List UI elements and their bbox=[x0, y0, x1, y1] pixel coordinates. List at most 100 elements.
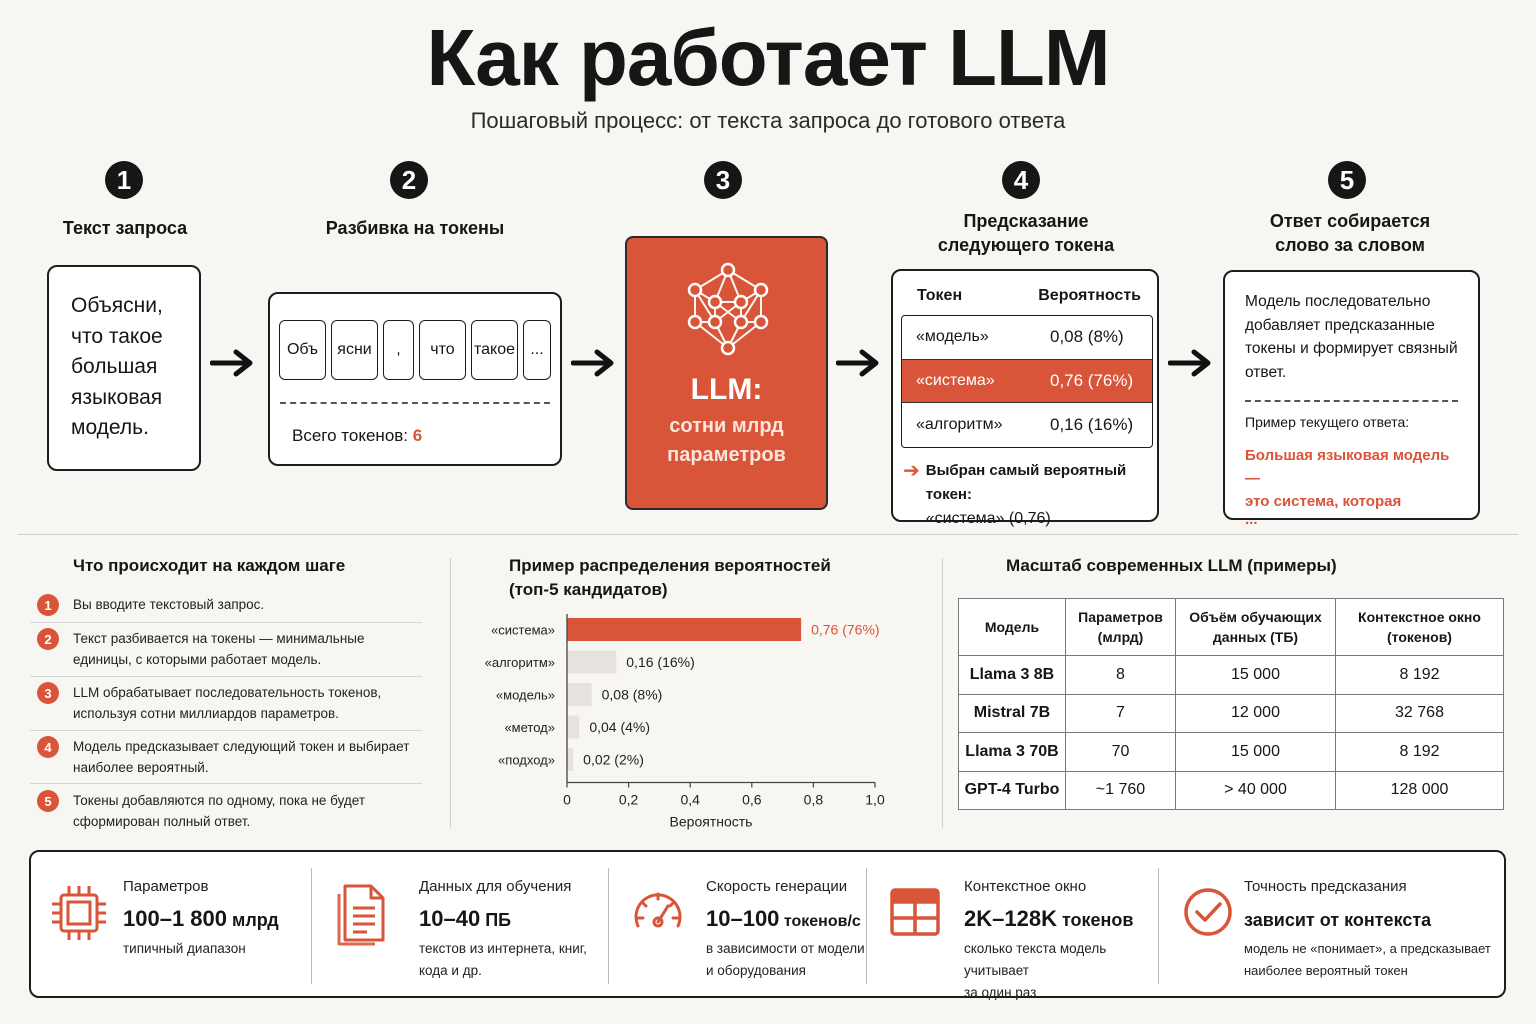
chart-title-line2: (топ-5 кандидатов) bbox=[509, 580, 668, 599]
answer-box: Модель последовательно добавляет предска… bbox=[1223, 270, 1480, 527]
table-header: Модель bbox=[958, 598, 1066, 656]
stat-desc: типичный диапазон bbox=[123, 938, 246, 960]
chart-value-label: 0,16 (16%) bbox=[626, 654, 694, 670]
token-chip: ясни bbox=[331, 320, 378, 380]
table-cell: 32 768 bbox=[1335, 693, 1504, 733]
chip-icon bbox=[52, 886, 106, 940]
stat-desc-line: сколько текста модель учитывает bbox=[964, 941, 1107, 978]
example-answer: Большая языковая модель — это система, к… bbox=[1245, 444, 1458, 527]
steps-explained-item: 3 LLM обрабатывает последовательность ток… bbox=[30, 682, 422, 724]
prediction-token: «модель» bbox=[916, 328, 989, 346]
stat-value: зависит от контекста bbox=[1244, 910, 1431, 931]
steps-explained-title: Что происходит на каждом шаге bbox=[73, 556, 346, 575]
llm-subtitle-line1: сотни млрд bbox=[669, 415, 784, 437]
stat-label: Скорость генерации bbox=[706, 878, 848, 895]
item-number: 4 bbox=[37, 736, 59, 758]
step-title-1: Текст запроса bbox=[62, 218, 188, 238]
stat-desc-line: за один раз bbox=[964, 985, 1037, 1000]
table-cell: ~1 760 bbox=[1065, 770, 1176, 810]
query-line: что такое bbox=[71, 324, 163, 348]
token-chip: Объ bbox=[279, 320, 326, 380]
stat-card-accuracy: Точность предсказания зависит от контекс… bbox=[1160, 852, 1500, 996]
step-title-4: Предсказание следующего токена bbox=[906, 209, 1146, 257]
query-line: большая bbox=[71, 355, 158, 378]
stat-label: Контекстное окно bbox=[964, 878, 1087, 895]
item-number: 5 bbox=[37, 790, 59, 812]
divider bbox=[280, 402, 550, 404]
col-token-header: Токен bbox=[917, 287, 963, 304]
arrow-right-icon bbox=[1168, 349, 1211, 377]
table-cell: 128 000 bbox=[1335, 770, 1504, 810]
llm-subtitle: сотни млрд параметров bbox=[627, 412, 826, 470]
item-text: Вы вводите текстовый запрос. bbox=[73, 597, 265, 612]
prediction-prob: 0,76 (76%) bbox=[1050, 370, 1134, 390]
stat-value: 2K–128K токенов bbox=[964, 906, 1133, 932]
step-number-5: 5 bbox=[1328, 161, 1366, 199]
stat-desc-line: в зависимости от модели bbox=[706, 941, 865, 956]
table-cell: 15 000 bbox=[1175, 732, 1336, 772]
window-icon bbox=[890, 888, 940, 936]
step-number-2: 2 bbox=[390, 161, 428, 199]
stat-value: 10–40 ПБ bbox=[419, 906, 511, 932]
item-text: Токены добавляются по одному, пока не бу… bbox=[73, 793, 366, 829]
token-total-label: Всего токенов: bbox=[292, 426, 413, 445]
col-prob-header: Вероятность bbox=[1038, 287, 1141, 304]
table-cell: 12 000 bbox=[1175, 693, 1336, 733]
stat-value-unit: ПБ bbox=[480, 910, 512, 930]
example-label: Пример текущего ответа: bbox=[1245, 414, 1410, 430]
step-title-5-line1: Ответ собирается bbox=[1269, 211, 1431, 231]
chart-category-label: «система» bbox=[491, 623, 555, 638]
table-header: Контекстное окно (токенов) bbox=[1335, 598, 1504, 656]
token-chip: что bbox=[419, 320, 466, 380]
stat-value-number: 10–40 bbox=[419, 906, 481, 931]
item-text: LLM обрабатывает последовательность токе… bbox=[73, 685, 382, 721]
steps-explained-item: 2 Текст разбивается на токены — минимальн… bbox=[30, 628, 422, 670]
divider bbox=[1158, 868, 1159, 984]
llm-title: LLM: bbox=[690, 373, 763, 406]
stat-desc-line: и оборудования bbox=[706, 963, 806, 978]
token-chip: такое bbox=[471, 320, 518, 380]
stat-label: Точность предсказания bbox=[1244, 878, 1407, 895]
item-number: 2 bbox=[37, 628, 59, 650]
tokenization-box: Объ ясни , что такое ... Всего токенов: … bbox=[268, 292, 562, 466]
stat-value: 100–1 800 млрд bbox=[123, 906, 279, 932]
chart-value-label: 0,08 (8%) bbox=[602, 687, 663, 703]
header-text: Модель bbox=[984, 619, 1040, 635]
step-number-1: 1 bbox=[105, 161, 143, 199]
chart-x-axis-label: Вероятность bbox=[670, 814, 753, 830]
prediction-row-selected: «система» 0,76 (76%) bbox=[902, 359, 1152, 403]
probability-bar-chart: «система»0,76 (76%)«алгоритм»0,16 (16%)«… bbox=[485, 614, 885, 830]
item-text: Текст разбивается на токены — минимальны… bbox=[73, 631, 365, 667]
check-circle-icon bbox=[1184, 888, 1232, 936]
chart-category-label: «алгоритм» bbox=[485, 655, 555, 670]
chart-title-line1: Пример распределения вероятностей bbox=[509, 556, 831, 575]
example-answer-line: ... bbox=[1245, 511, 1258, 528]
divider bbox=[942, 558, 943, 828]
divider bbox=[30, 783, 422, 784]
model-name: Llama 3 70B bbox=[958, 732, 1066, 772]
token-total-value: 6 bbox=[412, 426, 423, 445]
stat-desc: сколько текста модель учитывает за один р… bbox=[964, 938, 1158, 1004]
header-text: (токенов) bbox=[1387, 629, 1452, 645]
chart-tick-label: 0,6 bbox=[742, 792, 762, 808]
model-name: Llama 3 8B bbox=[958, 655, 1066, 695]
prediction-token: «система» bbox=[916, 371, 995, 389]
stat-value-number: 100–1 800 bbox=[123, 906, 227, 931]
divider bbox=[18, 534, 1518, 535]
step-title-4-line2: следующего токена bbox=[937, 235, 1115, 255]
query-line: Объясни, bbox=[71, 294, 163, 317]
item-number: 3 bbox=[37, 682, 59, 704]
llm-box: LLM: сотни млрд параметров bbox=[625, 236, 828, 510]
chart-bar bbox=[567, 650, 617, 674]
token-list: Объ ясни , что такое ... bbox=[279, 320, 551, 380]
neural-network-icon bbox=[687, 262, 769, 356]
selection-note: ➔ Выбран самый вероятный токен: «система… bbox=[903, 459, 1157, 531]
divider bbox=[30, 622, 422, 623]
table-cell: 8 bbox=[1065, 655, 1176, 695]
header-text: Контекстное окно bbox=[1358, 609, 1481, 625]
